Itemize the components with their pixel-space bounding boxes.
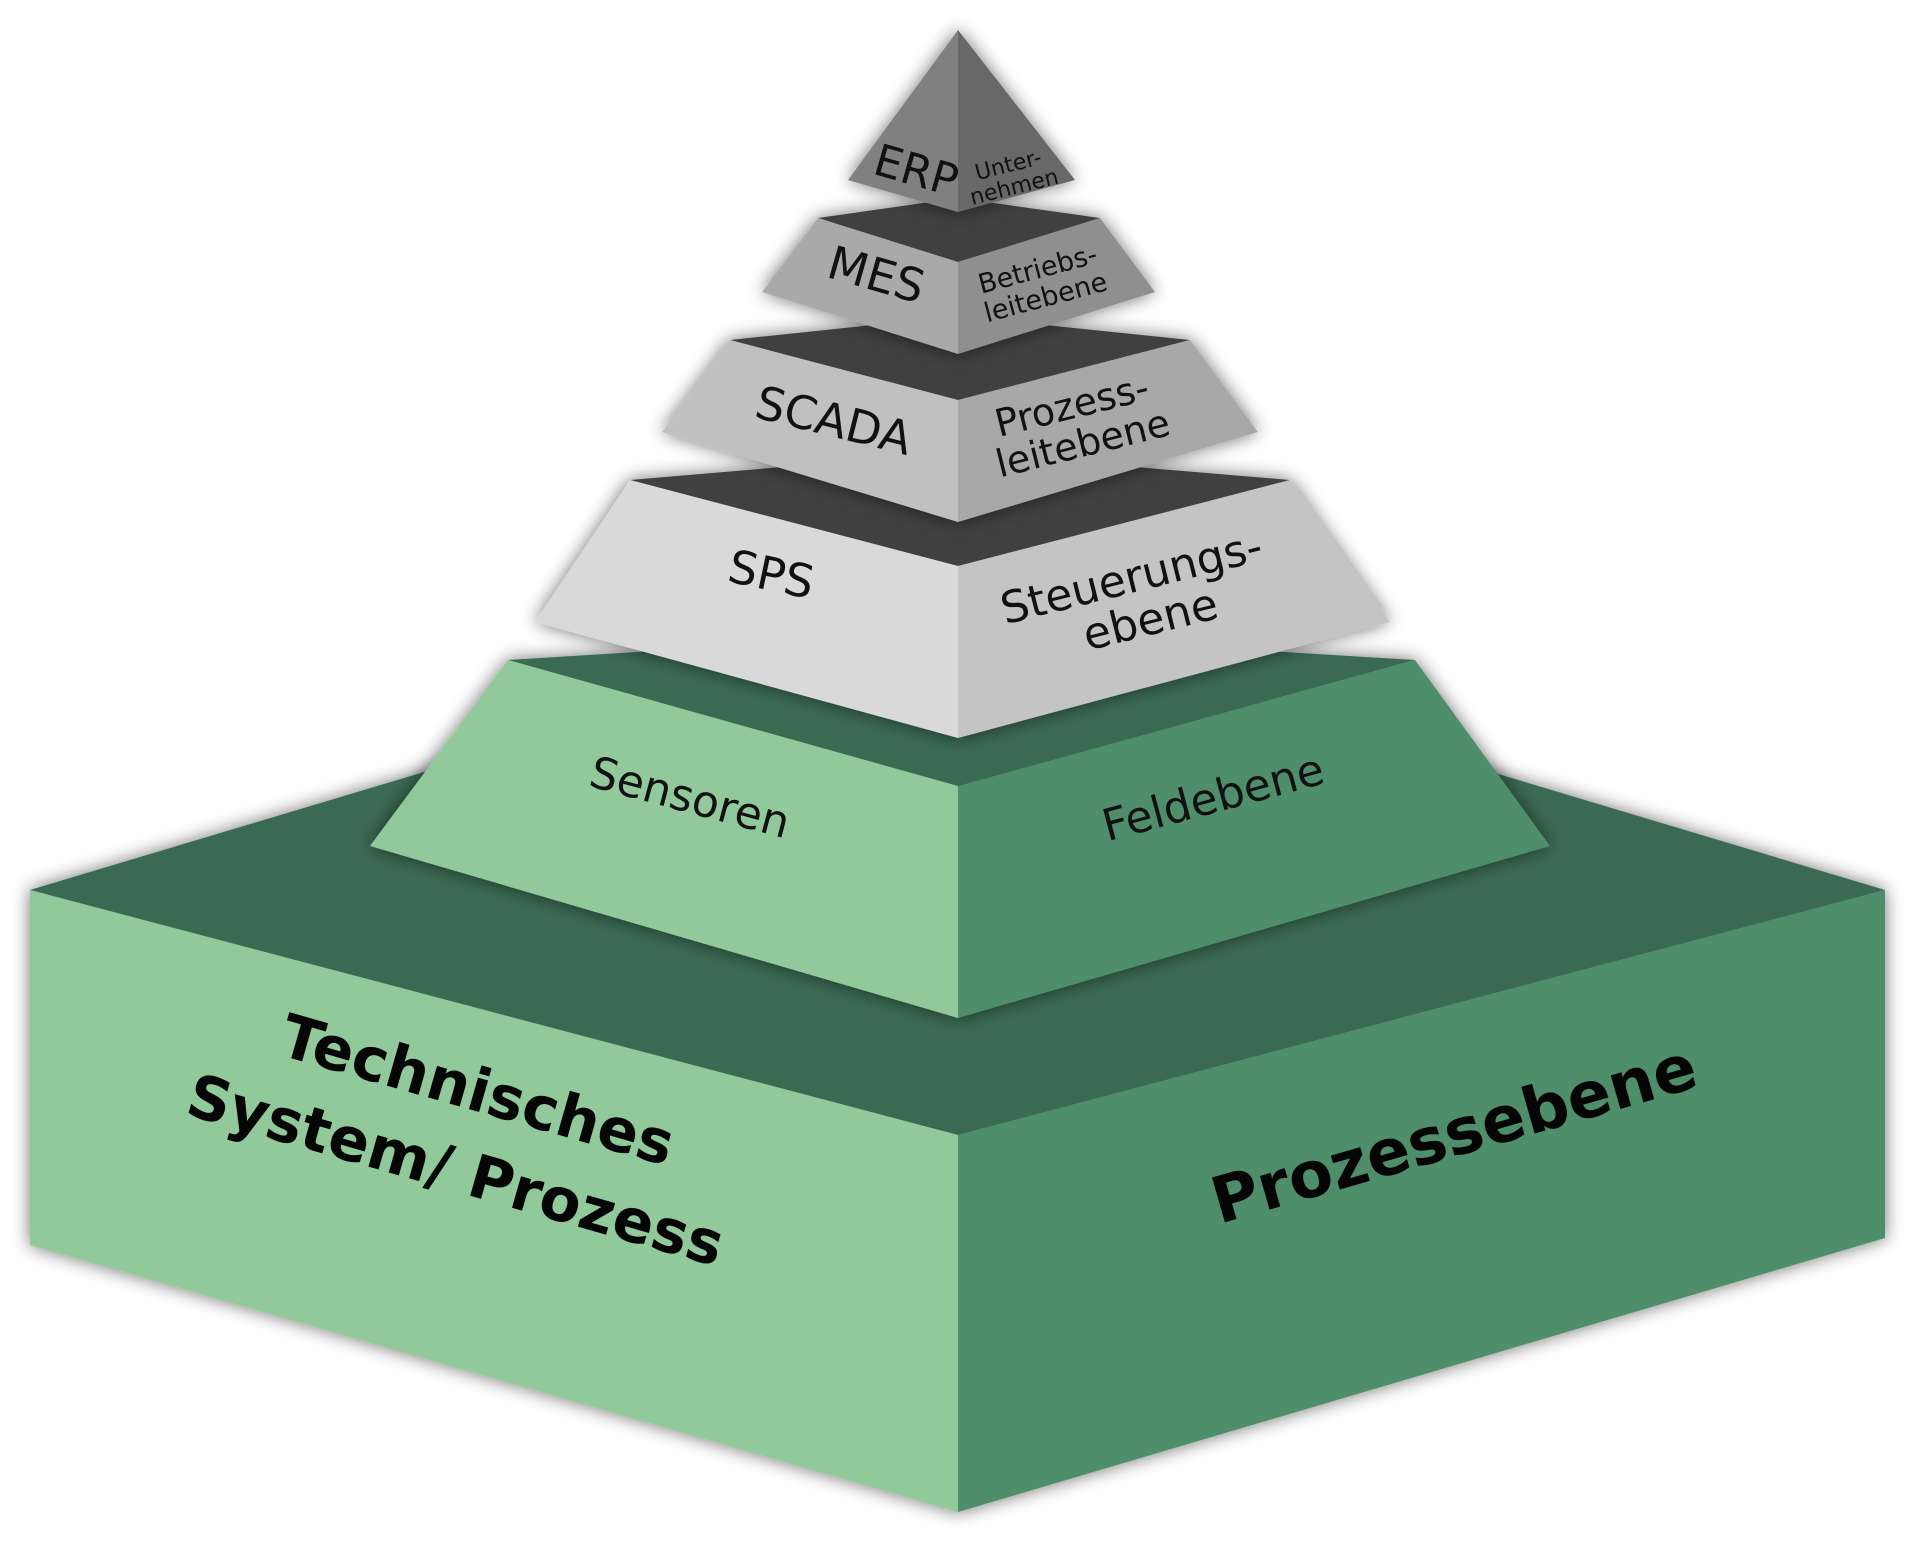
base-left-face [30,890,958,1512]
erp-left-face [848,30,958,212]
scada-top-face [730,316,1190,400]
base-right-face [958,890,1885,1512]
field-left-face [370,660,958,1018]
mes-right-face [958,218,1155,354]
sps-right-face [958,480,1390,738]
scada-right-face [958,340,1258,522]
mes-layer [762,198,1155,354]
mes-top-face [818,198,1100,262]
erp-layer [848,30,1075,212]
sps-left-face [535,480,958,738]
erp-right-face [958,30,1075,212]
field-right-face [958,660,1550,1018]
scada-layer [662,316,1258,522]
mes-left-face [762,218,958,354]
scada-left-face [662,340,958,522]
